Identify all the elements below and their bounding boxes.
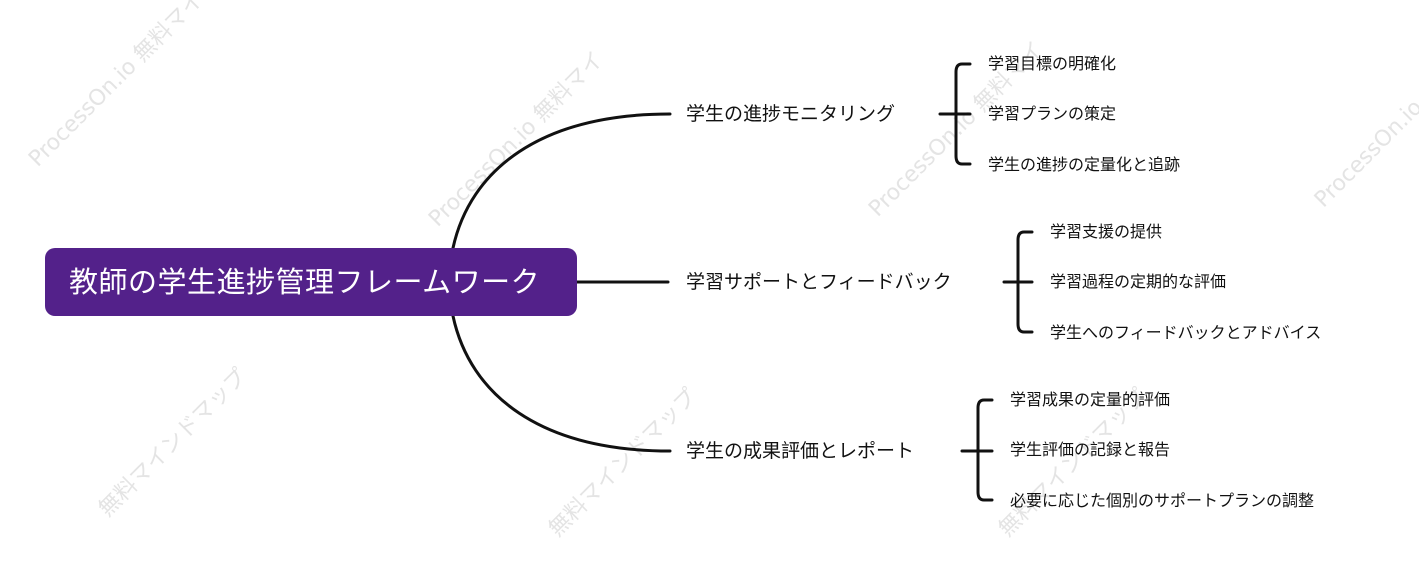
leaf-node[interactable]: 学習成果の定量的評価 bbox=[1010, 390, 1171, 409]
branch-node-1[interactable]: 学生の進捗モニタリング bbox=[684, 102, 898, 126]
leaf-node[interactable]: 学習プランの策定 bbox=[988, 104, 1117, 123]
branch-node-2[interactable]: 学習サポートとフィードバック bbox=[684, 270, 954, 294]
root-node[interactable]: 教師の学生進捗管理フレームワーク bbox=[45, 248, 577, 316]
connector-branch-3 bbox=[451, 314, 672, 453]
bracket-branch-3 bbox=[976, 398, 994, 502]
leaf-node[interactable]: 学生の進捗の定量化と追跡 bbox=[988, 155, 1181, 174]
bracket-branch-1 bbox=[954, 62, 972, 166]
root-node-label: 教師の学生進捗管理フレームワーク bbox=[69, 265, 541, 299]
leaf-node[interactable]: 学習支援の提供 bbox=[1050, 222, 1163, 241]
bracket-branch-2 bbox=[1016, 230, 1034, 334]
connector-branch-1 bbox=[451, 112, 672, 250]
leaf-node[interactable]: 学生評価の記録と報告 bbox=[1010, 440, 1171, 459]
leaf-node[interactable]: 必要に応じた個別のサポートプランの調整 bbox=[1010, 491, 1315, 510]
branch-node-3[interactable]: 学生の成果評価とレポート bbox=[684, 439, 917, 463]
leaf-node[interactable]: 学生へのフィードバックとアドバイス bbox=[1050, 323, 1322, 342]
leaf-node[interactable]: 学習目標の明確化 bbox=[988, 54, 1117, 73]
leaf-node[interactable]: 学習過程の定期的な評価 bbox=[1050, 272, 1227, 291]
